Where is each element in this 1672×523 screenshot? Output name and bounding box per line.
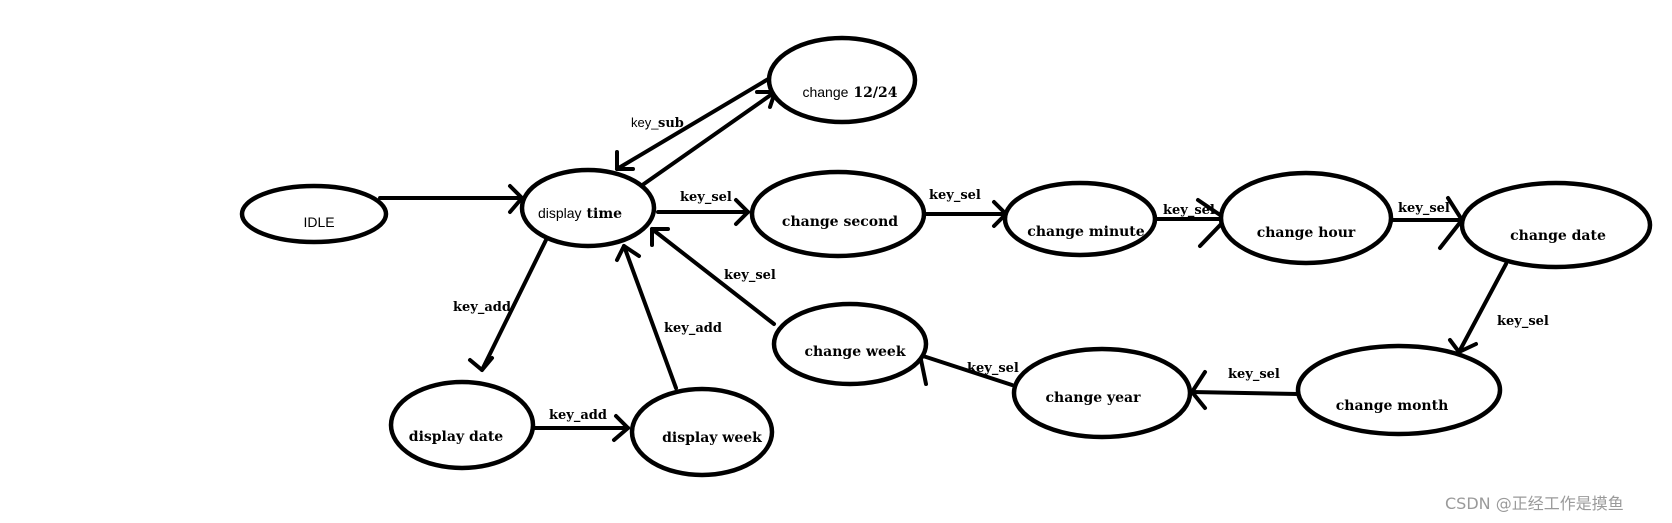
- state-change-second: change second: [749, 169, 927, 259]
- state-display-week: display week: [629, 386, 775, 478]
- state-change-week-label: change week: [804, 344, 905, 360]
- edge-label-display-time-to-change-second: key_sel: [680, 190, 732, 205]
- state-display-date: display date: [388, 379, 536, 471]
- edge-change-week-to-display-time: [650, 227, 776, 326]
- edge-label-change-minute-to-change-hour: key_sel: [1163, 203, 1215, 218]
- edge-change-date-to-change-month: [1448, 262, 1508, 354]
- state-change-date-label: change date: [1510, 228, 1606, 244]
- state-change-minute-label: change minute: [1027, 224, 1144, 240]
- state-change-year-label: change year: [1045, 390, 1141, 406]
- edge-label-change-month-to-change-year: key_sel: [1228, 367, 1280, 382]
- edge-change-12-24-to-display-time: [615, 76, 772, 171]
- state-change-month-label: change month: [1336, 398, 1449, 414]
- state-change-hour: change hour: [1218, 170, 1394, 266]
- state-change-minute: change minute: [1002, 180, 1158, 258]
- edge-idle-to-display-time: [378, 184, 524, 214]
- state-change-year: change year: [1011, 346, 1193, 440]
- state-display-date-label: display date: [409, 429, 504, 445]
- state-idle-label: IDLE: [303, 214, 334, 230]
- edge-label-change-year-to-change-week: key_sel: [967, 361, 1019, 376]
- edge-label-display-time-to-display-date: key_add: [453, 300, 511, 315]
- edge-label-change-hour-to-change-date: key_sel: [1398, 201, 1450, 216]
- edge-change-second-to-change-minute: [924, 200, 1008, 228]
- edge-label-display-week-to-display-time: key_add: [664, 321, 722, 336]
- edge-label-change-second-to-change-minute: key_sel: [929, 188, 981, 203]
- state-idle: IDLE: [239, 183, 389, 245]
- edge-display-time-to-display-date: [468, 238, 548, 372]
- edge-label-key-sub: sub: [658, 116, 684, 131]
- edge-display-week-to-display-time: [615, 244, 678, 390]
- state-change-second-label: change second: [782, 214, 898, 230]
- state-display-week-label: display week: [662, 430, 762, 446]
- state-change-week: change week: [771, 301, 929, 387]
- state-change-date: change date: [1459, 180, 1653, 270]
- state-change-hour-label: change hour: [1257, 225, 1356, 241]
- state-change-month: change month: [1295, 343, 1503, 437]
- edge-label-key-sub-a: key_: [631, 115, 659, 130]
- edge-display-time-to-change-second: [656, 198, 750, 226]
- watermark-text: CSDN @正经工作是摸鱼: [1445, 494, 1624, 513]
- edge-display-date-to-display-week: [533, 414, 630, 442]
- edge-display-time-to-change-12-24: [639, 90, 777, 188]
- edge-label-change-week-to-display-time: key_sel: [724, 268, 776, 283]
- edge-label-display-date-to-display-week: key_add: [549, 408, 607, 423]
- edge-label-change-date-to-change-month: key_sel: [1497, 314, 1549, 329]
